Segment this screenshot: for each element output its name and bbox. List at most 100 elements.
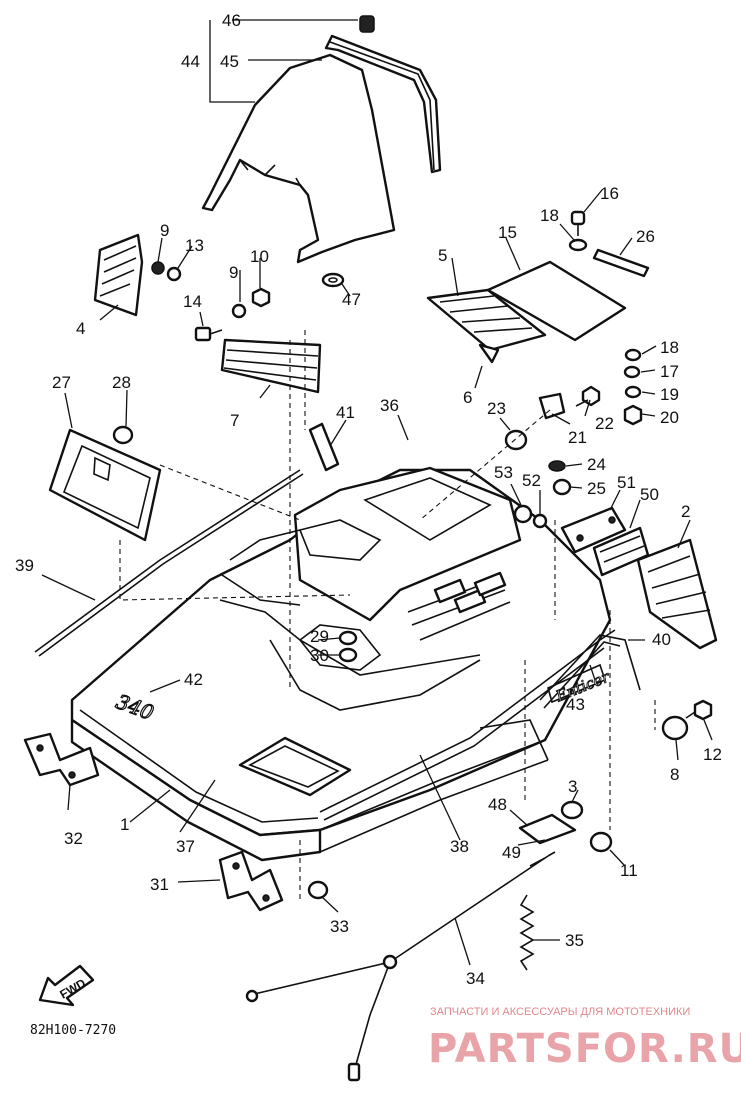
washer-18-lower [624,348,642,362]
callout-38: 38 [450,837,469,856]
callout-53: 53 [494,463,513,482]
bracket-51 [560,506,627,554]
callout-3: 3 [568,777,577,796]
grommet-33 [307,880,329,900]
callout-18: 18 [660,338,679,357]
callout-26: 26 [636,227,655,246]
callout-9: 9 [160,221,169,240]
nut-13 [166,266,182,282]
callout-33: 33 [330,917,349,936]
callout-32: 32 [64,829,83,848]
grommet-53 [513,504,533,524]
reflector-50 [592,526,650,577]
bolt-22 [575,385,601,407]
watermark: ЗАПЧАСТИ И АКСЕССУАРЫ ДЛЯ МОТОТЕХНИКИ PA… [428,1006,741,1072]
bolt-14 [194,326,223,342]
callout-28: 28 [112,373,131,392]
vent-7 [220,338,322,394]
callout-27: 27 [52,373,71,392]
callout-48: 48 [488,795,507,814]
callout-14: 14 [183,292,202,311]
grommet-8 [661,715,689,741]
dash-console-36 [293,466,522,641]
panel-15 [486,260,627,342]
callout-10: 10 [250,247,269,266]
bolt-16 [570,210,586,236]
callout-4: 4 [76,319,85,338]
callout-36: 36 [380,396,399,415]
callout-34: 34 [466,969,485,988]
diagram-code: 82H100-7270 [30,1023,116,1038]
callout-50: 50 [640,485,659,504]
callout-7: 7 [230,411,239,430]
cable-34 [245,851,556,1082]
nut-20 [623,404,643,426]
vent-panel-4 [93,233,144,317]
washer-17 [623,365,641,379]
callout-51: 51 [617,473,636,492]
callout-22: 22 [595,414,614,433]
callout-43: 43 [566,695,585,714]
callout-52: 52 [522,471,541,490]
callout-46: 46 [222,11,241,30]
headlight-bezel-27 [48,428,162,542]
hose-41 [308,422,340,472]
callouts: 46 44 45 9 13 9 10 14 47 4 7 27 28 41 36… [15,11,722,988]
seal-strip-40 [539,634,641,709]
washer-52 [532,513,548,529]
watermark-tagline: ЗАПЧАСТИ И АКСЕССУАРЫ ДЛЯ МОТОТЕХНИКИ [430,1006,690,1018]
callout-21: 21 [568,428,587,447]
spring-35 [519,894,535,971]
assembly-guides [119,330,656,900]
callout-35: 35 [565,931,584,950]
callout-39: 39 [15,556,34,575]
nut-9-upper [151,261,165,275]
hole-ring [298,624,382,671]
callout-8: 8 [670,765,679,784]
nut-9-lower [231,303,247,319]
callout-41: 41 [336,403,355,422]
callout-6: 6 [463,388,472,407]
pad-48 [518,813,577,845]
side-trim-38 [319,629,616,821]
bracket-21 [538,392,566,420]
callout-1: 1 [120,815,129,834]
callout-29: 29 [310,627,329,646]
foot-rest-5 [426,288,547,352]
callout-42: 42 [184,670,203,689]
callout-24: 24 [587,455,606,474]
hinge-32 [23,732,100,787]
callout-30: 30 [310,646,329,665]
cable-39 [34,469,304,657]
callout-11: 11 [620,861,638,880]
callout-15: 15 [498,223,517,242]
grommet-30 [338,647,358,663]
callout-17: 17 [660,362,679,381]
fwd-arrow-icon: FWD [38,964,95,1007]
callout-23: 23 [487,399,506,418]
callout-31: 31 [150,875,169,894]
grommet-11 [589,831,613,853]
grommet-3 [560,800,584,820]
callout-37: 37 [176,837,195,856]
callout-19: 19 [660,385,679,404]
callout-9: 9 [229,263,238,282]
clip-46 [359,15,375,33]
callout-5: 5 [438,246,447,265]
callout-18: 18 [540,206,559,225]
hinge-31 [218,850,284,912]
callout-47: 47 [342,290,361,309]
clip-6 [478,343,500,364]
watermark-logo: PARTSFOR.RU [428,1026,741,1072]
nut-10 [251,287,271,308]
leader-lines [41,19,713,966]
callout-20: 20 [660,408,679,427]
callout-44: 44 [181,52,200,71]
grommet-29 [338,630,358,646]
nut-24 [548,460,566,472]
side-panel-2 [636,538,718,650]
grommet-47 [321,272,345,288]
callout-13: 13 [185,236,204,255]
callout-49: 49 [502,843,521,862]
bolt-12 [685,699,713,721]
